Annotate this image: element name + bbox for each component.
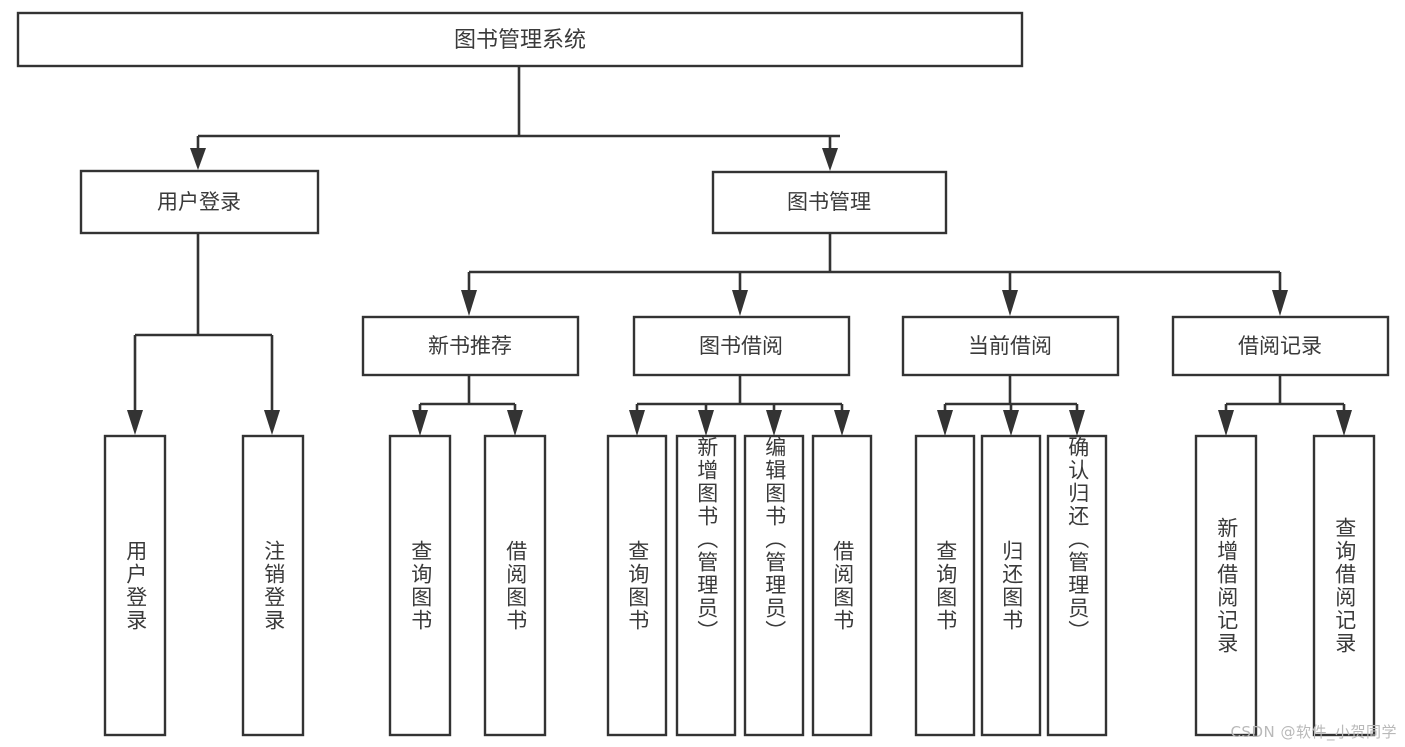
leaf-box-user-login[interactable]	[103, 434, 167, 737]
node-borrow-record-box	[1171, 315, 1390, 377]
node-current-borrow-box	[901, 315, 1120, 377]
node-root-system-label: 图书管理系统	[454, 28, 586, 53]
leaf-boxes	[103, 434, 1376, 737]
connectors-bookmanage-to-level2	[461, 233, 1288, 316]
arrow-head-book-borrow	[732, 290, 748, 316]
arrow-head-book-manage	[822, 148, 838, 171]
leaf-box-borrow-book-2[interactable]	[811, 434, 873, 737]
arrow-head-leaf-add-record	[1218, 410, 1234, 436]
arrow-head-current-borrow	[1002, 290, 1018, 316]
arrow-head-borrow-record	[1272, 290, 1288, 316]
leaf-box-confirm-return[interactable]	[1046, 434, 1108, 737]
arrow-head-leaf-user-login	[127, 410, 143, 435]
node-book-manage-label: 图书管理	[787, 190, 871, 214]
arrow-head-user-login	[190, 148, 206, 170]
node-current-borrow[interactable]: 当前借阅	[901, 315, 1120, 377]
arrow-head-leaf-confirm-return	[1069, 410, 1085, 436]
node-user-login-label: 用户登录	[157, 190, 241, 214]
arrow-head-leaf-query-book-2	[629, 410, 645, 436]
leaf-box-query-book-2[interactable]	[606, 434, 668, 737]
node-borrow-record-label: 借阅记录	[1238, 334, 1322, 358]
node-root-system-box	[16, 11, 1024, 68]
arrow-head-leaf-query-book-3	[937, 410, 953, 436]
node-book-borrow-label: 图书借阅	[699, 334, 783, 358]
connectors-current-to-leaves	[937, 375, 1085, 436]
leaf-box-return-book[interactable]	[980, 434, 1042, 737]
leaf-box-query-book-3[interactable]	[914, 434, 976, 737]
arrow-head-leaf-return-book	[1003, 410, 1019, 436]
arrow-head-leaf-logout	[264, 410, 280, 435]
node-borrow-record[interactable]: 借阅记录	[1171, 315, 1390, 377]
arrow-head-leaf-query-record	[1336, 410, 1352, 436]
node-current-borrow-label: 当前借阅	[968, 334, 1052, 358]
node-new-book-recommend-box	[361, 315, 580, 377]
leaf-box-query-record[interactable]	[1312, 434, 1376, 737]
node-user-login[interactable]: 用户登录	[79, 169, 320, 235]
arrow-head-leaf-borrow-book-2	[834, 410, 850, 436]
node-book-borrow-box	[632, 315, 851, 377]
node-root-system[interactable]: 图书管理系统	[16, 11, 1024, 68]
connectors-borrow-to-leaves	[629, 375, 850, 436]
node-book-manage[interactable]: 图书管理	[711, 170, 948, 235]
leaf-box-logout[interactable]	[241, 434, 305, 737]
arrow-head-leaf-borrow-book-1	[507, 410, 523, 436]
node-new-book-recommend-label: 新书推荐	[428, 334, 512, 358]
connectors-recommend-to-leaves	[412, 375, 523, 436]
arrow-head-leaf-query-book-1	[412, 410, 428, 436]
leaf-box-add-record[interactable]	[1194, 434, 1258, 737]
node-user-login-box	[79, 169, 320, 235]
arrow-head-leaf-edit-book	[766, 410, 782, 436]
leaf-box-add-book[interactable]	[675, 434, 737, 737]
arrow-head-leaf-add-book	[698, 410, 714, 436]
connectors-userlogin-to-leaves	[127, 234, 280, 435]
connectors-record-to-leaves	[1218, 375, 1352, 436]
arrow-head-new-book-recommend	[461, 290, 477, 316]
node-book-manage-box	[711, 170, 948, 235]
leaf-box-borrow-book-1[interactable]	[483, 434, 547, 737]
leaf-box-query-book-1[interactable]	[388, 434, 452, 737]
connectors-root-to-level1	[190, 66, 840, 171]
node-new-book-recommend[interactable]: 新书推荐	[361, 315, 580, 377]
leaf-box-edit-book[interactable]	[743, 434, 805, 737]
node-book-borrow[interactable]: 图书借阅	[632, 315, 851, 377]
